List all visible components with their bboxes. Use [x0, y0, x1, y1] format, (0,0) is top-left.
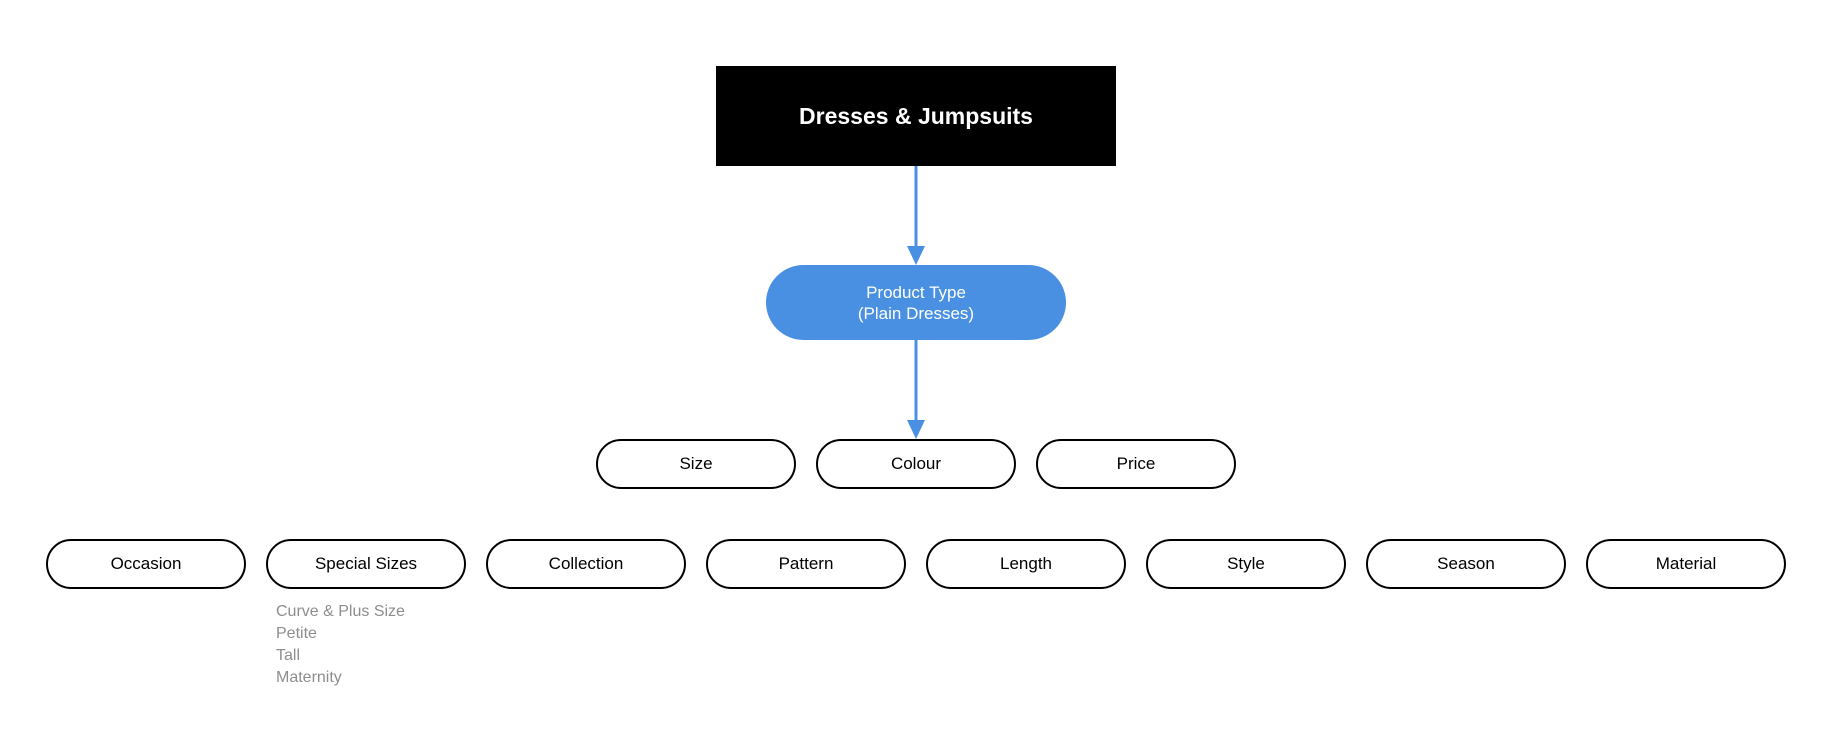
filter-style: Style	[1146, 539, 1346, 589]
special-sizes-options: Curve & Plus Size Petite Tall Maternity	[276, 601, 405, 689]
root-node: Dresses & Jumpsuits	[716, 66, 1116, 166]
special-sizes-option: Curve & Plus Size	[276, 603, 405, 620]
product-type-sublabel: (Plain Dresses)	[857, 303, 975, 323]
filter-length-label: Length	[1000, 554, 1052, 573]
filter-colour: Colour	[816, 439, 1016, 489]
root-node-label: Dresses & Jumpsuits	[799, 102, 1033, 129]
filter-collection: Collection	[486, 539, 686, 589]
product-type-label: Product Type	[866, 282, 966, 302]
filter-pattern: Pattern	[706, 539, 906, 589]
special-sizes-option: Petite	[276, 625, 317, 642]
filter-size-label: Size	[679, 454, 713, 473]
filter-length: Length	[926, 539, 1126, 589]
arrowhead-type	[907, 246, 925, 265]
filter-season-label: Season	[1437, 554, 1495, 573]
special-sizes-option: Tall	[276, 647, 301, 664]
filter-occasion: Occasion	[46, 539, 246, 589]
special-sizes-option: Maternity	[276, 669, 342, 686]
filter-price: Price	[1036, 439, 1236, 489]
filter-style-label: Style	[1227, 554, 1265, 573]
filter-collection-label: Collection	[548, 554, 624, 573]
filter-material-label: Material	[1655, 554, 1717, 573]
filter-occasion-label: Occasion	[110, 554, 182, 573]
filter-material: Material	[1586, 539, 1786, 589]
filter-price-label: Price	[1116, 454, 1156, 473]
filter-special-sizes-label: Special Sizes	[314, 554, 418, 573]
filter-special-sizes: Special Sizes	[266, 539, 466, 589]
filter-size: Size	[596, 439, 796, 489]
product-type-node: Product Type (Plain Dresses)	[766, 265, 1066, 340]
filter-colour-label: Colour	[890, 454, 942, 473]
arrowhead-colour	[907, 420, 925, 439]
filter-pattern-label: Pattern	[778, 554, 834, 573]
filter-season: Season	[1366, 539, 1566, 589]
